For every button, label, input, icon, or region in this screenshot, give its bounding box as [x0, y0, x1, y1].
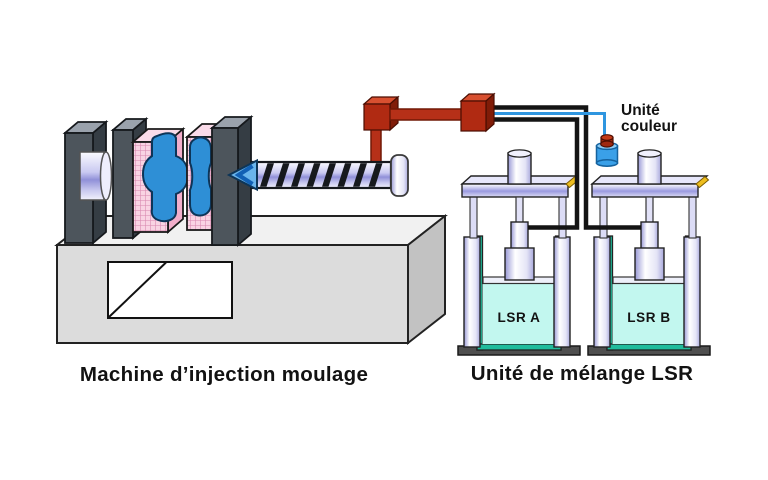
pump-column-left	[593, 236, 611, 348]
pump-top-plate	[460, 175, 580, 198]
color-feed-line	[489, 112, 606, 137]
screw-barrel	[250, 154, 409, 197]
lsr-pump-a: LSR A	[457, 149, 581, 356]
supply-pipes-black	[489, 105, 641, 230]
pump-column-right	[683, 236, 701, 348]
mixing-unit-label: Unité de mélange LSR	[471, 362, 693, 385]
screw-flights	[260, 163, 383, 187]
pump-leg-right	[688, 190, 697, 239]
machine-label: Machine d’injection moulage	[80, 363, 368, 386]
pump-leg-left	[469, 190, 478, 239]
red-junction-block	[459, 92, 496, 133]
canister-opening	[600, 140, 614, 148]
barrel-end-cap	[390, 154, 409, 197]
injection-molding-machine	[54, 95, 463, 346]
pipe-to-lsr-b	[489, 105, 641, 230]
pump-drive-cylinder	[507, 149, 532, 185]
material-pipe-red	[362, 95, 463, 165]
pump-drive-cylinder	[637, 149, 662, 185]
nozzle-chevron	[234, 164, 254, 186]
pump-column-left	[463, 236, 481, 348]
red-pipe-elbow	[362, 95, 400, 132]
color-unit-label-line1: Unité	[621, 102, 660, 119]
container-b-label: LSR B	[627, 310, 671, 325]
plate-end-marker	[695, 175, 710, 189]
pump-piston	[504, 196, 535, 281]
fixed-platen	[209, 115, 254, 247]
pump-column-right	[553, 236, 571, 348]
lsr-pump-b: LSR B	[587, 149, 711, 356]
machine-base	[54, 213, 448, 346]
pump-piston	[634, 196, 665, 281]
color-unit-label-line2: couleur	[621, 118, 677, 135]
red-pipe-horizontal	[389, 108, 463, 121]
container-a-label: LSR A	[498, 310, 541, 325]
pump-leg-left	[599, 190, 608, 239]
mold-cavity	[189, 136, 212, 217]
clamp-cylinder	[79, 151, 113, 201]
pump-leg-right	[558, 190, 567, 239]
base-panel	[107, 261, 233, 319]
nozzle-arrow	[226, 158, 258, 192]
molded-part	[141, 132, 190, 223]
pipe-to-lsr-a	[489, 117, 580, 230]
lsr-liquid	[612, 283, 686, 344]
color-unit-canister	[595, 134, 619, 167]
lsr-liquid	[482, 283, 556, 344]
